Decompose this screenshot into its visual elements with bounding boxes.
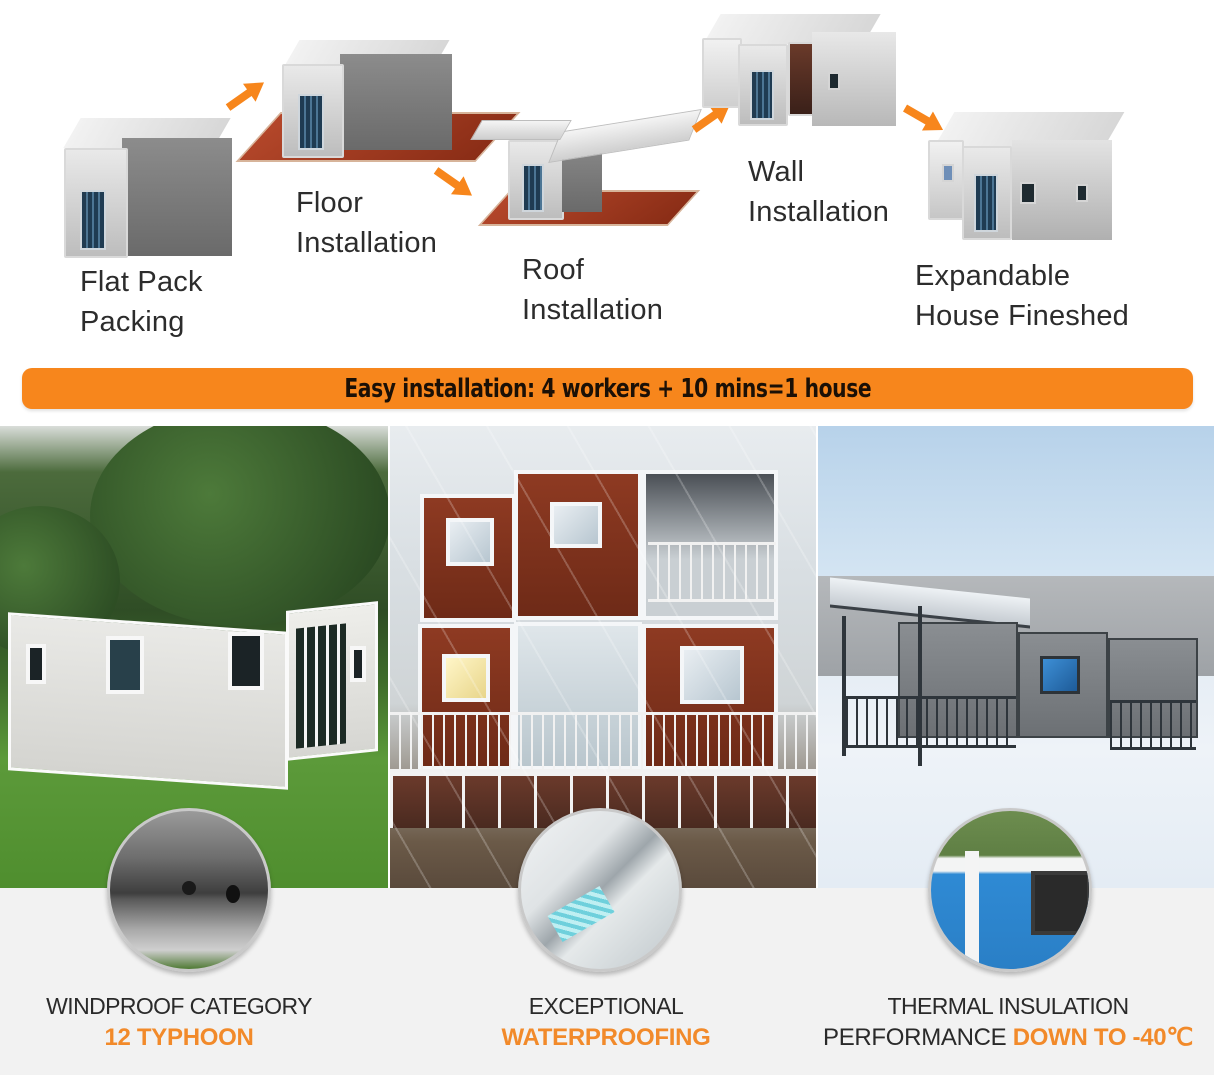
window [1031,871,1089,935]
window [550,502,602,548]
installation-banner: Easy installation: 4 workers + 10 mins=1… [22,368,1193,409]
windproof-detail-image [107,808,271,972]
feature-highlight: WATERPROOFING [501,1024,711,1051]
window [680,646,744,704]
water-channel [547,886,615,942]
waterproof-detail-image [518,808,682,972]
feature-title: WINDPROOF CATEGORY [46,993,312,1019]
window [228,632,264,690]
glass-door [296,623,346,749]
balcony-rail [648,542,776,602]
window [106,636,144,694]
photo-grass-house [0,426,388,888]
feature-subtitle: PERFORMANCE [822,1024,1013,1051]
lower-rail [390,712,816,772]
arrow-icon [222,73,271,116]
porch-post [842,616,846,756]
feature-highlight-row: PERFORMANCE DOWN TO -40℃ [812,1022,1204,1054]
bolt [182,881,196,895]
window [442,654,490,702]
feature-windproof: WINDPROOF CATEGORY 12 TYPHOON [20,990,338,1054]
feature-highlight: 12 TYPHOON [104,1024,254,1051]
step-label-flat-pack: Flat Pack Packing [80,266,203,338]
step-label-roof: Roof Installation [522,254,664,326]
window [350,646,366,682]
photo-snow-house [818,426,1214,888]
window [26,644,46,684]
floor-container-illustration [282,40,462,158]
installation-process: Flat Pack Packing Floor Installation Roo… [0,0,1214,365]
porch-rail [1110,700,1196,750]
feature-title: THERMAL INSULATION [887,993,1130,1019]
feature-title: EXCEPTIONAL [528,993,684,1019]
window [446,518,494,566]
insulation-detail-image [928,808,1092,972]
tree [90,426,388,626]
wall-container-illustration [702,14,902,132]
arrow-icon [688,95,737,138]
porch-post [918,606,922,766]
flat-pack-container-illustration [63,118,234,258]
window [1040,656,1080,694]
finished-house-illustration [928,112,1148,252]
step-label-floor: Floor Installation [296,187,438,259]
feature-thermal: THERMAL INSULATION PERFORMANCE DOWN TO -… [812,990,1204,1054]
deck [390,772,816,828]
step-label-wall: Wall Installation [748,156,890,228]
banner-text: Easy installation: 4 workers + 10 mins=1… [344,373,871,404]
arrow-icon [899,98,948,139]
arrow-icon [430,161,479,204]
roof-panel-illustration [470,120,572,140]
porch-rail [846,696,1016,748]
door-frame [965,851,979,969]
feature-waterproof: EXCEPTIONAL WATERPROOFING [456,990,756,1054]
feature-highlight: DOWN TO -40℃ [1012,1024,1194,1051]
step-label-expandable-house: Expandable House Fineshed [915,260,1129,332]
hole [226,885,240,903]
